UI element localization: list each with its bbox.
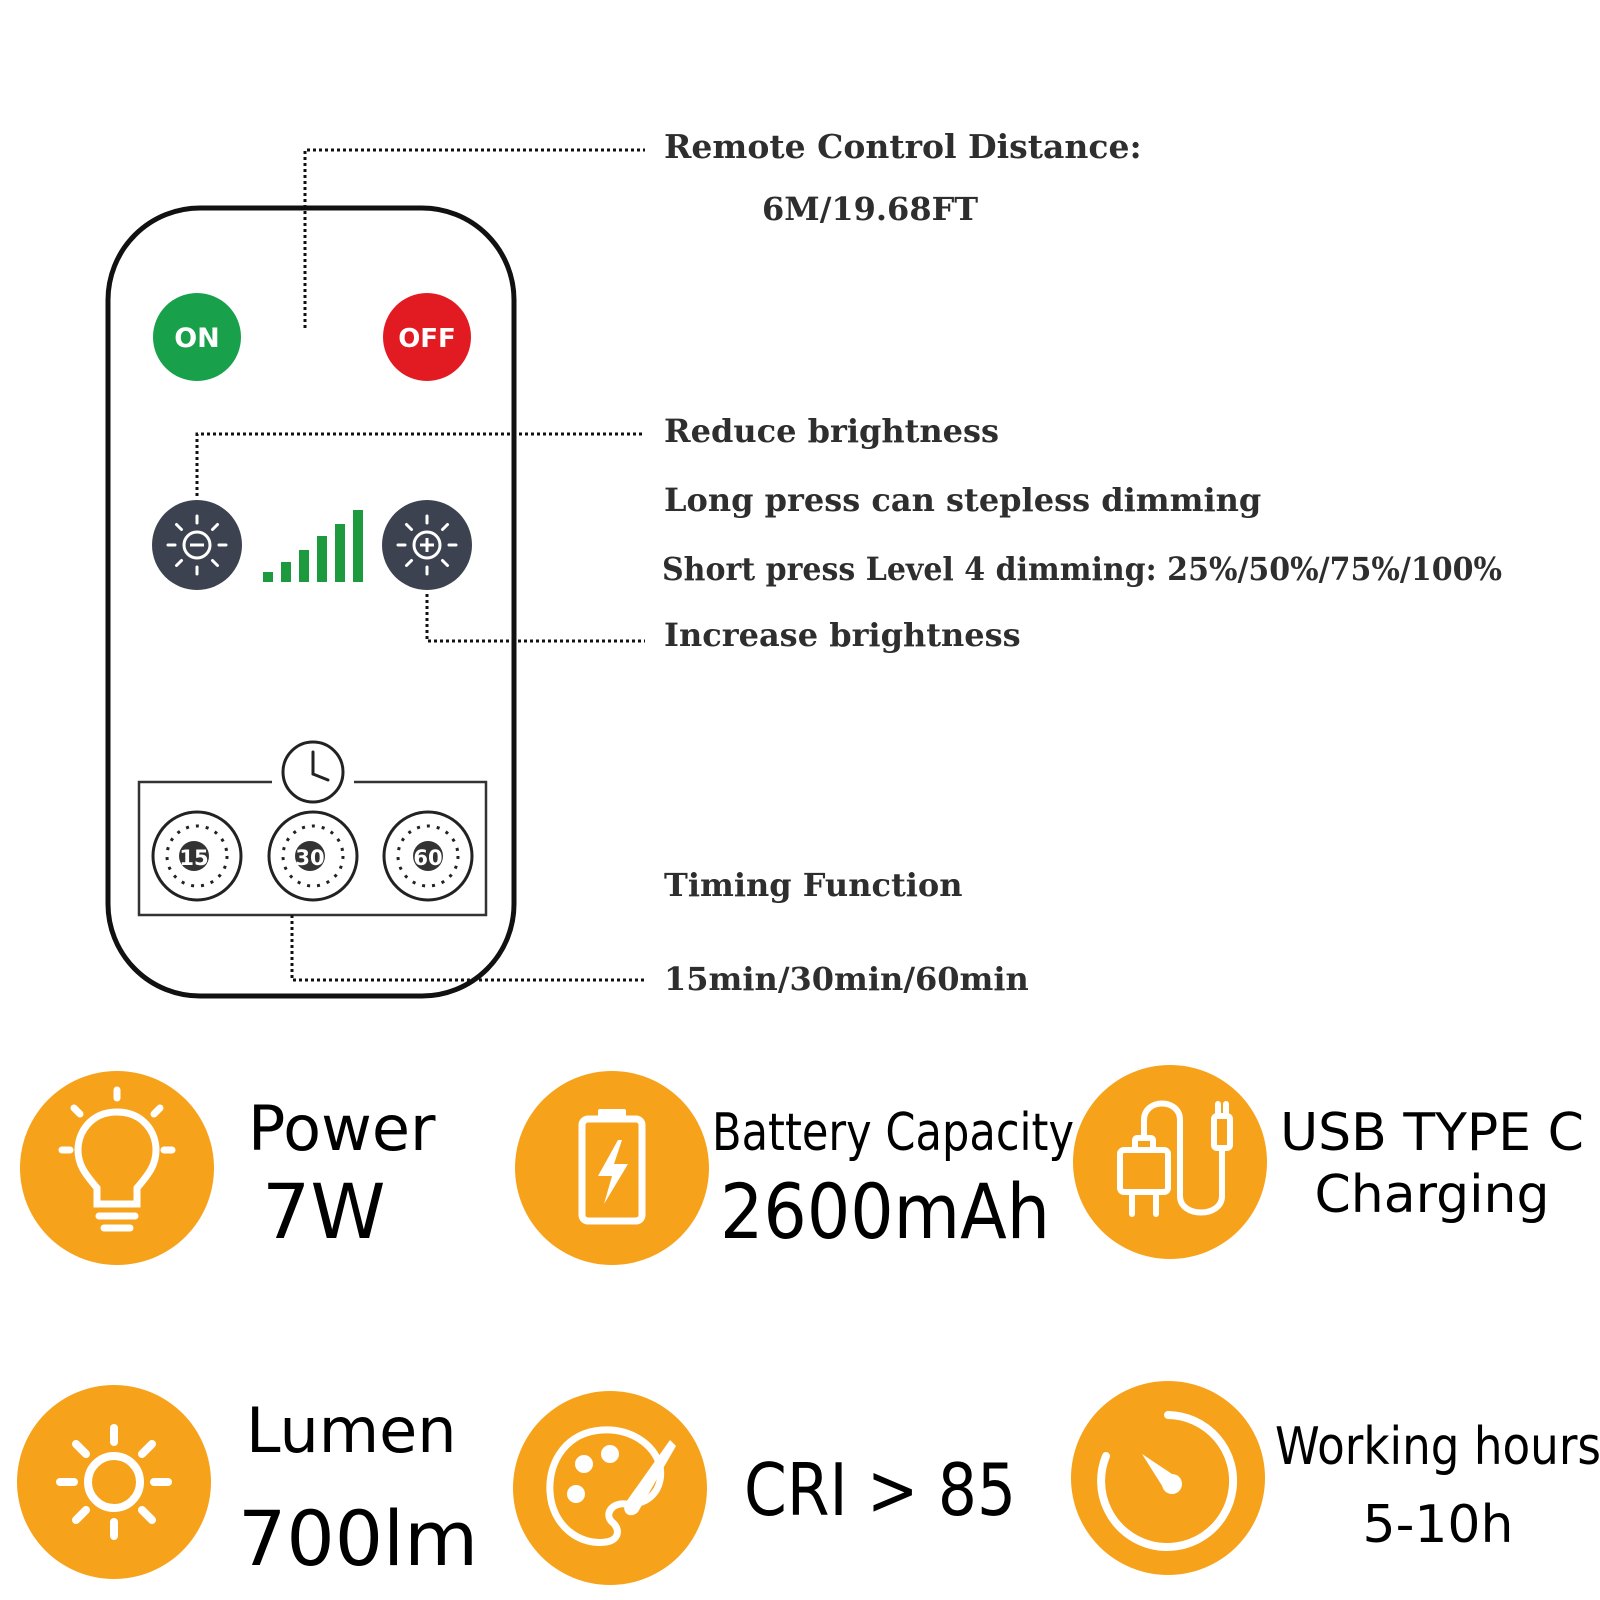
timing-values-text: 15min/30min/60min xyxy=(664,960,1029,998)
off-button-circle xyxy=(383,293,471,381)
timer-15-label: 15 xyxy=(179,846,208,870)
distance-title: Remote Control Distance: xyxy=(664,127,1142,166)
spec-usb-line1: USB TYPE C xyxy=(1280,1103,1584,1163)
spec-lumen-value: 700lm xyxy=(238,1494,478,1583)
timer-30-label: 30 xyxy=(295,846,324,870)
long-press-text: Long press can stepless dimming xyxy=(664,481,1261,519)
sun-icon xyxy=(56,1424,172,1540)
on-button-label: ON xyxy=(174,323,220,354)
remote-body xyxy=(105,205,517,999)
spec-usb: USB TYPE C Charging xyxy=(1073,1065,1584,1259)
spec-hours-label: Working hours xyxy=(1275,1417,1600,1477)
spec-power-label: Power xyxy=(248,1092,436,1165)
reduce-brightness-text: Reduce brightness xyxy=(664,412,999,450)
timing-leader-line xyxy=(290,915,645,982)
brightness-level-icon xyxy=(263,510,363,582)
spec-lumen: Lumen 700lm xyxy=(17,1385,478,1583)
spec-cri: CRI > 85 xyxy=(513,1391,1016,1585)
on-button[interactable]: ON xyxy=(153,293,241,381)
spec-battery-value: 2600mAh xyxy=(720,1167,1050,1256)
reduce-leader-line xyxy=(195,432,645,496)
spec-lumen-label: Lumen xyxy=(246,1394,457,1467)
increase-leader-line xyxy=(425,594,645,643)
brightness-plus-icon xyxy=(396,514,458,576)
lightbulb-icon xyxy=(58,1086,176,1232)
leader-lines xyxy=(195,148,645,982)
spec-hours: Working hours 5-10h xyxy=(1071,1381,1600,1575)
increase-brightness-text: Increase brightness xyxy=(664,616,1021,654)
distance-value: 6M/19.68FT xyxy=(762,190,978,228)
timing-function-title: Timing Function xyxy=(664,866,962,904)
timer-60-button[interactable]: 60 xyxy=(382,810,474,902)
increase-brightness-button[interactable] xyxy=(382,500,472,590)
distance-leader-line xyxy=(303,148,645,328)
off-button-label: OFF xyxy=(398,324,456,354)
timer-panel: 15 30 60 xyxy=(137,740,488,917)
remote-control: ON OFF xyxy=(105,205,517,999)
spec-cri-circle xyxy=(513,1391,707,1585)
brightness-minus-icon xyxy=(166,514,228,576)
timer-30-button[interactable]: 30 xyxy=(267,810,359,902)
spec-power: Power 7W xyxy=(20,1071,436,1265)
short-press-text: Short press Level 4 dimming: 25%/50%/75%… xyxy=(662,550,1502,588)
decrease-brightness-button[interactable] xyxy=(152,500,242,590)
clock-icon xyxy=(281,740,345,804)
battery-charging-icon xyxy=(578,1109,646,1225)
timer-30-badge xyxy=(295,841,325,871)
spec-cri-value: CRI > 85 xyxy=(744,1448,1016,1532)
timer-15-button[interactable]: 15 xyxy=(151,810,243,902)
spec-power-circle xyxy=(20,1071,214,1265)
spec-lumen-circle xyxy=(17,1385,211,1579)
callouts: Remote Control Distance: 6M/19.68FT Redu… xyxy=(662,127,1502,998)
palette-brush-icon xyxy=(546,1426,676,1546)
timer-60-badge xyxy=(413,841,443,871)
spec-battery-label: Battery Capacity xyxy=(712,1103,1074,1163)
spec-usb-line2: Charging xyxy=(1314,1165,1549,1225)
timer-dial-icon xyxy=(1097,1411,1238,1551)
timer-60-label: 60 xyxy=(413,846,442,870)
spec-hours-value: 5-10h xyxy=(1363,1495,1514,1555)
spec-power-value: 7W xyxy=(262,1167,386,1256)
spec-battery: Battery Capacity 2600mAh xyxy=(515,1071,1074,1265)
on-button-circle xyxy=(153,293,241,381)
charger-cable-icon xyxy=(1117,1100,1233,1217)
off-button[interactable]: OFF xyxy=(383,293,471,381)
timer-15-badge xyxy=(179,841,209,871)
